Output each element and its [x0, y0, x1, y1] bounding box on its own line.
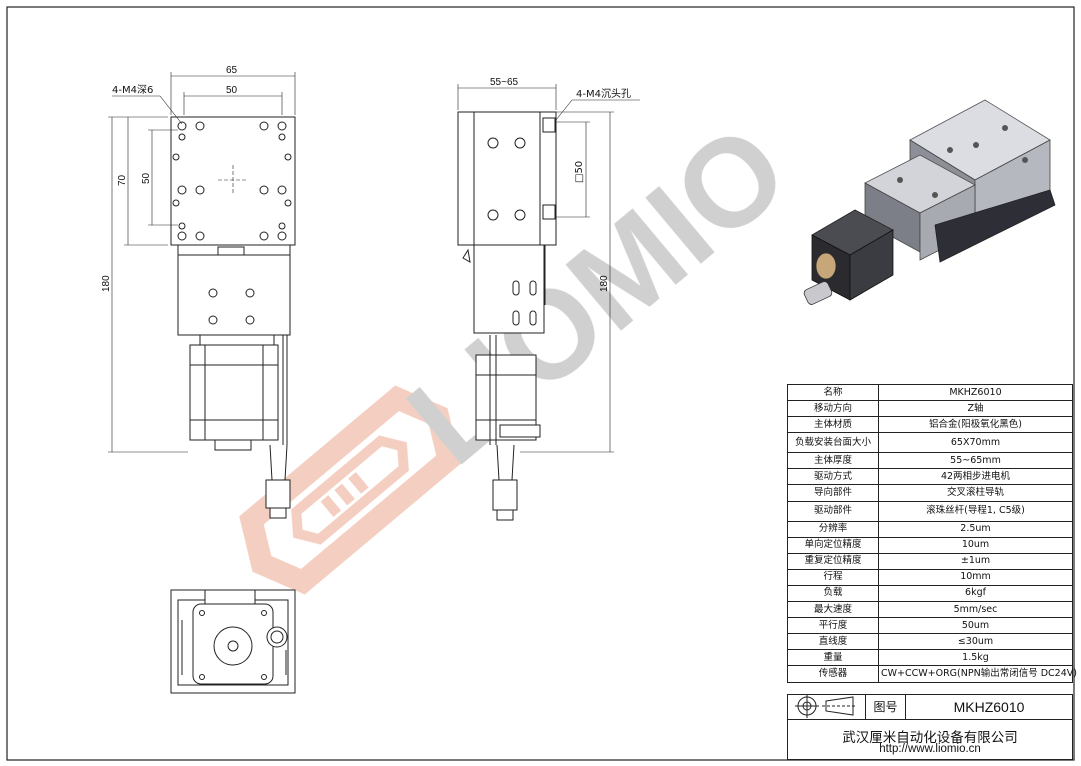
spec-value: 5mm/sec [878, 601, 1073, 619]
spec-key: 驱动部件 [787, 500, 879, 522]
bottom-view [170, 589, 296, 694]
spec-row: 重复定位精度±1um [787, 552, 1073, 570]
spec-key: 直线度 [787, 633, 879, 651]
note-front-holes: 4-M4深6 [112, 84, 153, 96]
dim-front-total-height: 180 [101, 275, 112, 292]
spec-value: ±1um [878, 552, 1073, 570]
front-view [170, 116, 296, 519]
front-lower-block [177, 254, 291, 336]
spec-key: 主体材质 [787, 416, 879, 434]
spec-row: 直线度≤30um [787, 633, 1073, 651]
drawing-number: MKHZ6010 [906, 695, 1072, 720]
spec-value: 交叉滚柱导轨 [878, 484, 1073, 502]
spec-value: 滚珠丝杆(导程1, C5级) [878, 500, 1073, 522]
company-name: 武汉厘米自动化设备有限公司 [842, 730, 1018, 746]
side-dimensions [457, 84, 640, 453]
dim-side-total-height: 180 [599, 275, 610, 292]
title-block-symbol-cell [788, 695, 866, 720]
spec-key: 主体厚度 [787, 452, 879, 470]
spec-key: 重量 [787, 649, 879, 667]
front-motor [189, 344, 279, 441]
bottom-connector-icon [266, 626, 288, 648]
spec-key: 驱动方式 [787, 468, 879, 486]
spec-key: 平行度 [787, 617, 879, 635]
spec-key: 名称 [787, 383, 879, 402]
spec-key: 单向定位精度 [787, 536, 879, 554]
spec-value: 65X70mm [878, 432, 1073, 454]
spec-key: 负载 [787, 584, 879, 603]
drawing-number-label: 图号 [866, 695, 906, 720]
spec-row: 主体材质铝合金(阳极氧化黑色) [787, 416, 1073, 434]
dim-side-square: □50 [574, 161, 585, 183]
spec-value: CW+CCW+ORG(NPN输出常闭信号 DC24V) [878, 665, 1077, 683]
spec-key: 移动方向 [787, 400, 879, 418]
spec-key: 分辨率 [787, 520, 879, 538]
spec-value: 50um [878, 617, 1073, 635]
side-connector [492, 479, 518, 511]
spec-row: 导向部件交叉滚柱导轨 [787, 484, 1073, 502]
dim-front-height-inner: 50 [141, 172, 152, 184]
dim-front-width-inner: 50 [226, 85, 238, 96]
company-url[interactable]: http://www.liomio.cn [879, 743, 981, 755]
projection-symbol-icon [795, 694, 857, 718]
spec-value: ≤30um [878, 633, 1073, 651]
spec-value: MKHZ6010 [878, 383, 1073, 402]
spec-key: 传感器 [787, 665, 879, 683]
sheet-border [6, 6, 1075, 761]
spec-value: 1.5kg [878, 649, 1073, 667]
side-lower-body [473, 244, 545, 334]
dim-front-width-outer: 65 [226, 65, 238, 76]
spec-key: 最大速度 [787, 601, 879, 619]
spec-row: 驱动部件滚珠丝杆(导程1, C5级) [787, 500, 1073, 522]
side-upper-body [457, 111, 557, 246]
dim-front-height-outer: 70 [117, 174, 128, 186]
watermark-brand: LIOMIO [383, 99, 813, 491]
product-render [803, 99, 1056, 305]
front-connector [265, 479, 291, 509]
note-side-holes: 4-M4沉头孔 [576, 87, 631, 100]
title-block: 图号 MKHZ6010 武汉厘米自动化设备有限公司 http://www.lio… [787, 694, 1073, 760]
spec-value: 铝合金(阳极氧化黑色) [878, 416, 1073, 434]
dim-side-thickness: 55~65 [490, 77, 519, 88]
front-dimensions [108, 72, 296, 453]
spec-value: 10mm [878, 568, 1073, 586]
spec-value: 10um [878, 536, 1073, 554]
watermark-logo-icon [239, 385, 461, 595]
spec-value: Z轴 [878, 400, 1073, 418]
spec-value: 42两相步进电机 [878, 468, 1073, 486]
spec-value: 6kgf [878, 584, 1073, 603]
spec-key: 重复定位精度 [787, 552, 879, 570]
spec-value: 2.5um [878, 520, 1073, 538]
spec-key: 行程 [787, 568, 879, 586]
front-plate-holes [172, 121, 292, 241]
spec-value: 55~65mm [878, 452, 1073, 470]
spec-key: 负载安装台面大小 [787, 432, 879, 454]
side-view [457, 111, 557, 521]
spec-key: 导向部件 [787, 484, 879, 502]
